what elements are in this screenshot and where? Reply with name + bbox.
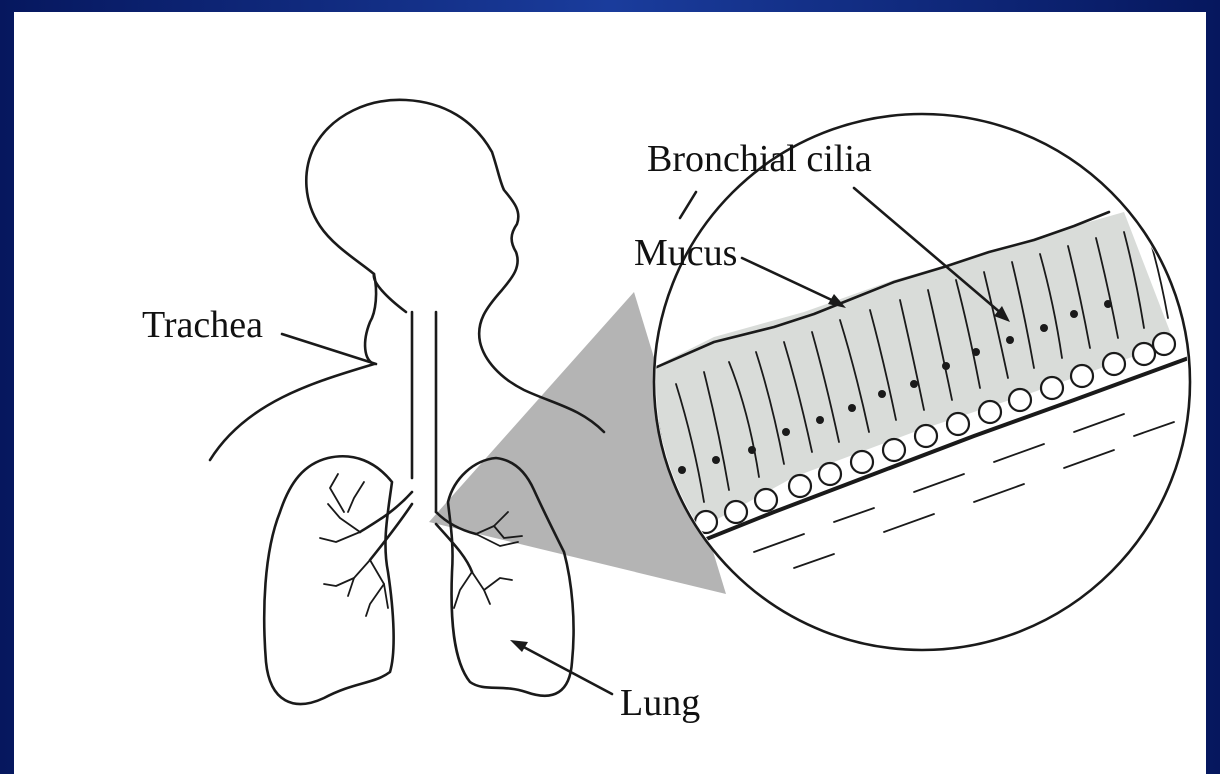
bronchial-cilia-label: Bronchial cilia	[647, 140, 872, 178]
shoulder-left-outline	[210, 364, 374, 460]
trachea-label: Trachea	[142, 306, 263, 344]
diagram-panel: Bronchial cilia Mucus Trachea Lung	[14, 12, 1206, 774]
respiratory-diagram	[14, 12, 1206, 774]
bronchial-cilia-pointer-2	[680, 192, 696, 218]
mucus-label: Mucus	[634, 234, 737, 272]
lung-pointer-head	[510, 640, 528, 652]
trachea-pointer	[282, 334, 376, 364]
left-lung-outline	[264, 456, 393, 704]
bronchial-tree-left	[320, 474, 388, 616]
neck-left-outline	[365, 274, 376, 364]
trachea-outline	[412, 312, 436, 512]
lung-label: Lung	[620, 684, 700, 722]
